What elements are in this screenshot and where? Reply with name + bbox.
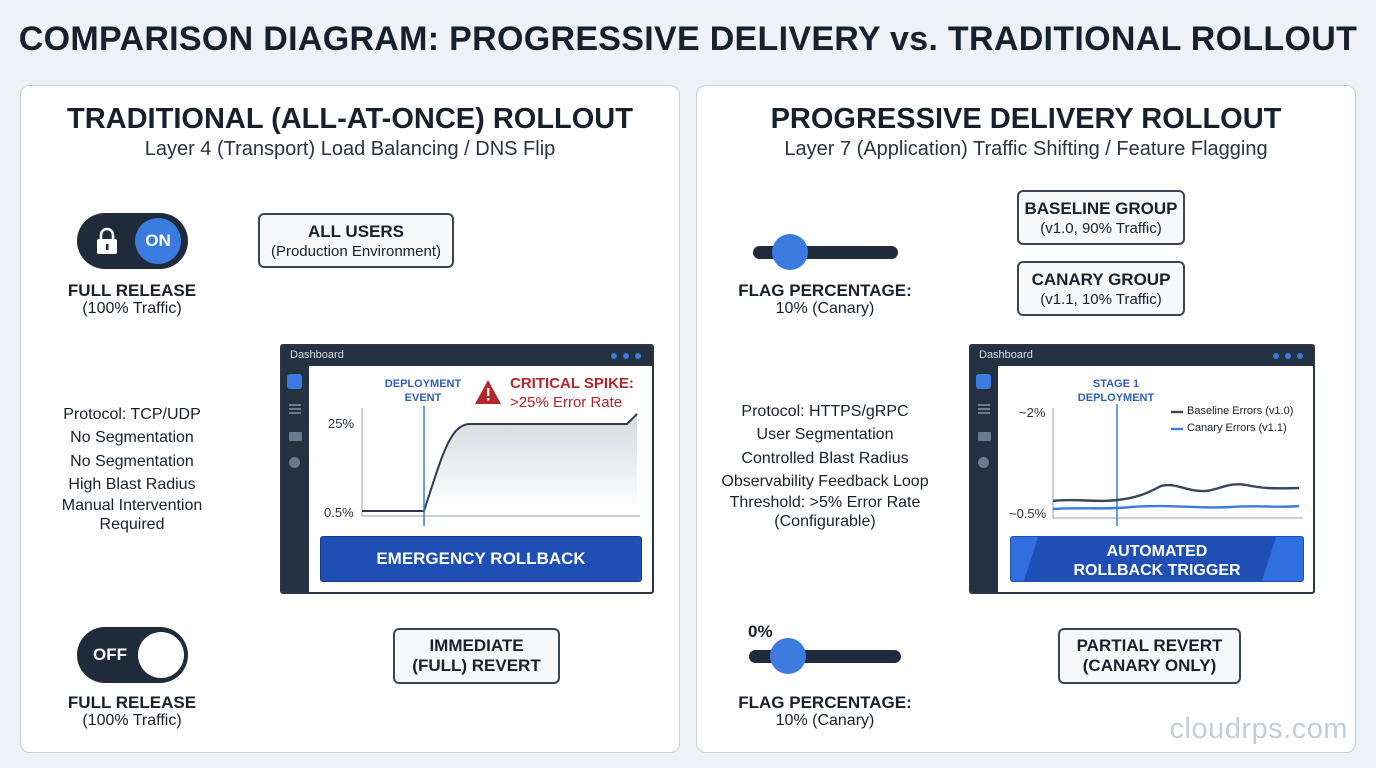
watermark: cloudrps.com xyxy=(1169,713,1348,745)
panel-title: TRADITIONAL (ALL-AT-ONCE) ROLLOUT xyxy=(67,103,633,135)
canary-group-box: CANARY GROUP (v1.1, 10% Traffic) xyxy=(1017,261,1185,316)
stage-deployment-label: STAGE 1 DEPLOYMENT xyxy=(1077,378,1155,404)
full-release-sub: (100% Traffic) xyxy=(82,300,182,317)
release-toggle-off[interactable]: OFF xyxy=(77,627,188,683)
baseline-sub: (v1.0, 90% Traffic) xyxy=(1040,219,1162,237)
full-release-title: FULL RELEASE xyxy=(67,693,197,712)
y-tick-top: 25% xyxy=(328,416,355,431)
flag-percentage-value: 10% (Canary) xyxy=(775,712,875,729)
window-dot xyxy=(1297,353,1303,359)
list-item: Protocol: TCP/UDP xyxy=(63,406,201,423)
immediate-revert-box: IMMEDIATE (FULL) REVERT xyxy=(393,628,560,684)
dashboard-sidebar xyxy=(282,366,309,592)
home-icon[interactable] xyxy=(976,374,991,389)
window-dot xyxy=(1285,353,1291,359)
folder-icon[interactable] xyxy=(289,432,302,441)
list-item: Required xyxy=(99,516,165,534)
panel-subtitle: Layer 4 (Transport) Load Balancing / DNS… xyxy=(144,138,556,160)
protocol-list: Protocol: TCP/UDP No Segmentation No Seg… xyxy=(40,403,224,534)
flag-percentage-title: FLAG PERCENTAGE: xyxy=(738,693,912,712)
menu-icon[interactable] xyxy=(289,404,301,406)
window-dot xyxy=(611,353,617,359)
list-item: User Segmentation xyxy=(756,426,894,444)
protocol-list: Protocol: HTTPS/gRPC User Segmentation C… xyxy=(712,400,938,531)
automated-rollback-label: AUTOMATED ROLLBACK TRIGGER xyxy=(1073,543,1241,579)
canary-sub: (v1.1, 10% Traffic) xyxy=(1040,290,1162,308)
revert-line-1: IMMEDIATE xyxy=(429,636,524,655)
flag-slider-thumb[interactable] xyxy=(770,638,806,674)
circle-icon[interactable] xyxy=(289,457,300,468)
list-item: Protocol: HTTPS/gRPC xyxy=(741,403,909,420)
flag-percentage-value: 10% (Canary) xyxy=(775,300,875,317)
emergency-rollback-button[interactable]: EMERGENCY ROLLBACK xyxy=(320,536,642,582)
list-item: High Blast Radius xyxy=(68,475,196,493)
toggle-knob xyxy=(138,632,184,678)
error-line xyxy=(362,413,638,512)
baseline-series xyxy=(1052,483,1300,503)
critical-spike-label: CRITICAL SPIKE: xyxy=(510,375,634,392)
baseline-title: BASELINE GROUP xyxy=(1024,198,1178,218)
home-icon[interactable] xyxy=(287,374,302,389)
circle-icon[interactable] xyxy=(978,457,989,468)
panel-subtitle: Layer 7 (Application) Traffic Shifting /… xyxy=(784,138,1268,160)
dashboard-title: Dashboard xyxy=(290,349,344,361)
dashboard-header: Dashboard xyxy=(971,346,1313,366)
release-toggle-on[interactable]: ON xyxy=(77,213,188,269)
flag-zero-label: 0% xyxy=(748,622,773,641)
list-item: Manual Intervention xyxy=(61,497,203,515)
full-release-title: FULL RELEASE xyxy=(67,281,197,300)
revert-line-1: PARTIAL REVERT xyxy=(1076,636,1223,655)
window-dot xyxy=(623,353,629,359)
list-item: (Configurable) xyxy=(774,513,876,531)
list-item: No Segmentation xyxy=(70,429,194,447)
legend-canary: Canary Errors (v1.1) xyxy=(1187,422,1287,434)
flag-percentage-title: FLAG PERCENTAGE: xyxy=(738,281,912,300)
y-tick-top: ~2% xyxy=(1019,405,1046,420)
canary-title: CANARY GROUP xyxy=(1031,269,1171,289)
error-area xyxy=(362,414,637,511)
error-rate-chart xyxy=(361,380,640,526)
panel-title: PROGRESSIVE DELIVERY ROLLOUT xyxy=(770,103,1282,135)
y-tick-bottom: 0.5% xyxy=(324,505,354,520)
dashboard-header: Dashboard xyxy=(282,346,652,366)
dashboard-title: Dashboard xyxy=(979,349,1033,361)
all-users-title: ALL USERS xyxy=(307,221,405,241)
toggle-on-label: ON xyxy=(145,231,171,250)
toggle-off-label: OFF xyxy=(93,645,127,664)
all-users-sub: (Production Environment) xyxy=(270,242,442,260)
y-tick-bottom: ~0.5% xyxy=(1009,506,1047,521)
deployment-event-label: DEPLOYMENT EVENT xyxy=(384,378,462,404)
window-dot xyxy=(1273,353,1279,359)
canary-error-chart xyxy=(1052,404,1303,526)
traditional-dashboard: Dashboard DEPLOYMENT EVENT CRITICAL SPIK… xyxy=(280,344,654,594)
page-title: COMPARISON DIAGRAM: PROGRESSIVE DELIVERY… xyxy=(18,20,1358,58)
partial-revert-box: PARTIAL REVERT (CANARY ONLY) xyxy=(1058,628,1241,684)
list-item: Threshold: >5% Error Rate xyxy=(729,494,921,512)
window-dot xyxy=(635,353,641,359)
all-users-box: ALL USERS (Production Environment) xyxy=(258,213,454,268)
list-item: Observability Feedback Loop xyxy=(721,472,929,490)
menu-icon[interactable] xyxy=(978,404,990,406)
folder-icon[interactable] xyxy=(978,432,991,441)
canary-series xyxy=(1052,504,1300,511)
revert-line-2: (FULL) REVERT xyxy=(412,656,541,675)
revert-line-2: (CANARY ONLY) xyxy=(1082,656,1217,675)
list-item: No Segmentation xyxy=(70,452,194,470)
toggle-knob xyxy=(135,218,181,264)
list-item: Controlled Blast Radius xyxy=(741,449,909,467)
progressive-dashboard: Dashboard STAGE 1 DEPLOYMENT Baseline Er… xyxy=(969,344,1315,594)
lock-icon xyxy=(97,227,117,254)
critical-spike-value: >25% Error Rate xyxy=(510,394,623,411)
automated-rollback-button[interactable]: AUTOMATED ROLLBACK TRIGGER xyxy=(1010,536,1304,582)
legend-baseline: Baseline Errors (v1.0) xyxy=(1187,405,1294,417)
full-release-sub: (100% Traffic) xyxy=(82,712,182,729)
dashboard-sidebar xyxy=(971,366,998,592)
baseline-group-box: BASELINE GROUP (v1.0, 90% Traffic) xyxy=(1017,190,1185,245)
flag-slider-thumb[interactable] xyxy=(772,234,808,270)
